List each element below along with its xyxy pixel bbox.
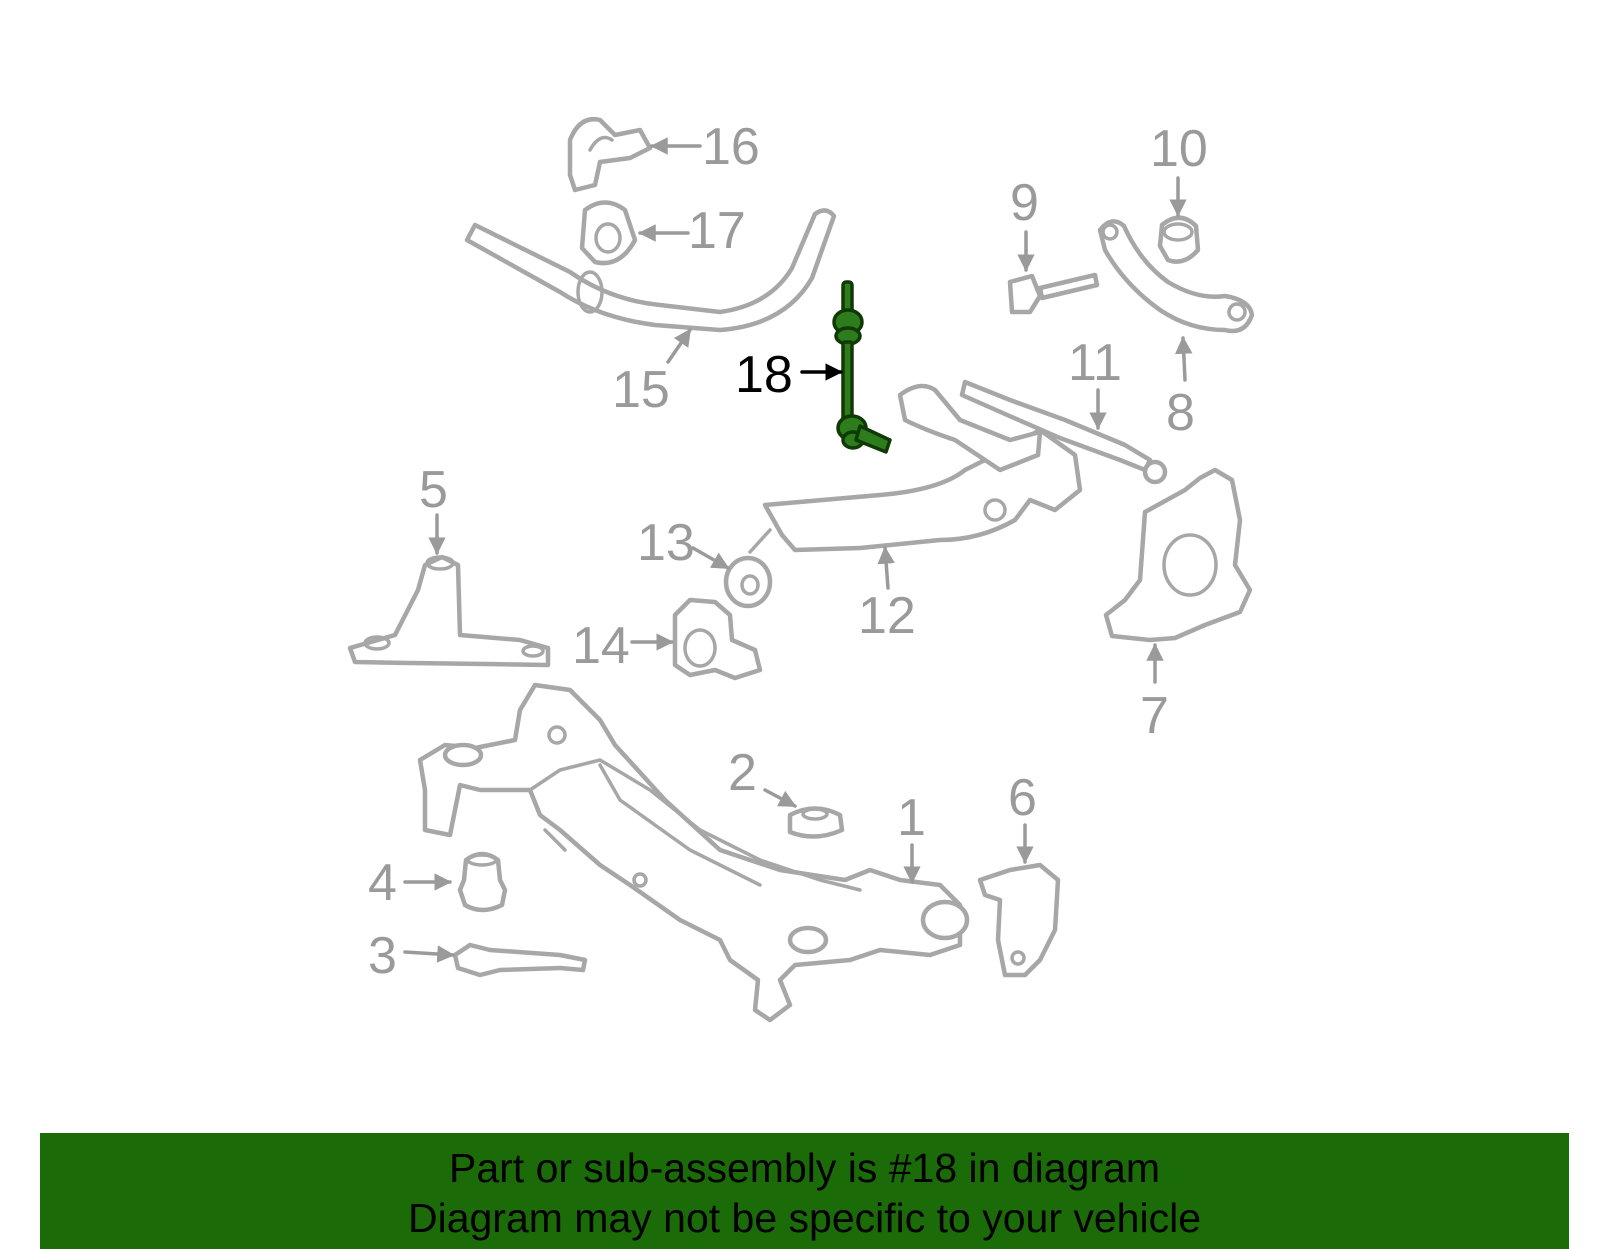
callout-3: 3 xyxy=(368,927,397,985)
callout-13: 13 xyxy=(637,514,695,572)
part-9-adjusting-bolt[interactable] xyxy=(1007,272,1100,315)
callout-2: 2 xyxy=(728,744,757,802)
leader-lines xyxy=(403,137,1193,963)
part-10-cam[interactable] xyxy=(1157,215,1201,264)
info-banner: Part or sub-assembly is #18 in diagram D… xyxy=(40,1133,1569,1249)
callout-14: 14 xyxy=(572,617,630,675)
part-16-stabilizer-bracket[interactable] xyxy=(567,116,653,193)
callout-9: 9 xyxy=(1010,174,1039,232)
part-4-bushing[interactable] xyxy=(457,851,508,913)
callout-16: 16 xyxy=(702,118,760,176)
part-17-stabilizer-bushing[interactable] xyxy=(579,200,638,266)
banner-line-1: Part or sub-assembly is #18 in diagram xyxy=(449,1145,1160,1191)
part-5-mount[interactable] xyxy=(347,554,551,668)
callout-5: 5 xyxy=(419,461,448,519)
part-6-bracket[interactable] xyxy=(977,862,1061,978)
part-8-upper-control-arm[interactable] xyxy=(1097,219,1255,334)
callout-8: 8 xyxy=(1166,384,1195,442)
part-3-plate[interactable] xyxy=(452,942,588,978)
callout-1: 1 xyxy=(897,789,926,847)
callout-4: 4 xyxy=(368,854,397,912)
callout-7: 7 xyxy=(1140,687,1169,745)
banner-line-2: Diagram may not be specific to your vehi… xyxy=(407,1195,1201,1241)
callout-10: 10 xyxy=(1150,120,1208,178)
part-14-mount[interactable] xyxy=(672,597,763,681)
part-2-bushing[interactable] xyxy=(787,806,845,839)
part-11-toe-link[interactable] xyxy=(959,379,1168,485)
part-18-stabilizer-link[interactable] xyxy=(832,280,892,454)
part-12-lower-control-arm[interactable] xyxy=(748,383,1083,554)
callout-18: 18 xyxy=(735,346,793,404)
part-7-knuckle[interactable] xyxy=(1103,467,1253,643)
part-1-crossmember[interactable] xyxy=(417,682,970,1023)
part-15-stabilizer-bar[interactable] xyxy=(464,208,837,333)
part-13-bushing[interactable] xyxy=(723,555,773,609)
callout-6: 6 xyxy=(1008,769,1037,827)
callout-11: 11 xyxy=(1068,334,1122,392)
callout-17: 17 xyxy=(688,202,746,260)
callout-12: 12 xyxy=(858,587,916,645)
callout-15: 15 xyxy=(612,361,670,419)
callout-labels: 16 17 15 9 10 8 11 12 13 14 5 7 2 1 6 4 … xyxy=(368,118,1208,985)
